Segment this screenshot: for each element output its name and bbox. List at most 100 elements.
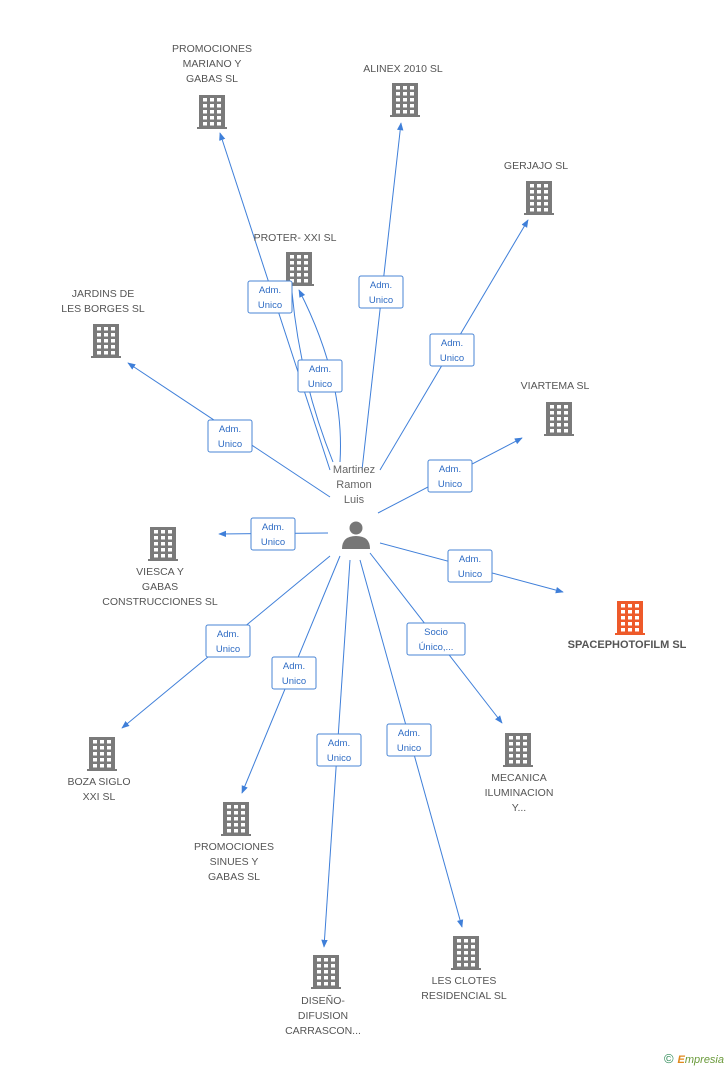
company-label-diseno-difusion[interactable]: DIFUSION <box>298 1010 348 1022</box>
building-window <box>100 758 104 762</box>
building-window <box>154 530 158 534</box>
building-icon[interactable] <box>87 737 117 771</box>
company-label-alinex-2010[interactable]: ALINEX 2010 SL <box>363 63 443 75</box>
person-name[interactable]: Ramon <box>336 479 371 491</box>
company-label-spacephotofilm[interactable]: SPACEPHOTOFILM SL <box>568 639 687 651</box>
building-window <box>471 945 475 949</box>
company-label-les-clotes[interactable]: RESIDENCIAL SL <box>421 990 507 1002</box>
person-name[interactable]: Luis <box>344 494 365 506</box>
building-base <box>87 769 117 771</box>
building-window <box>297 267 301 271</box>
company-label-viesca-gabas[interactable]: GABAS <box>142 581 178 593</box>
person-icon[interactable] <box>342 521 370 550</box>
company-label-promociones-mariano[interactable]: GABAS SL <box>186 73 238 85</box>
role-box-proter-xxi[interactable]: Adm.Unico <box>297 359 343 393</box>
building-window <box>304 273 308 277</box>
building-window <box>111 327 115 331</box>
building-icon[interactable] <box>615 601 645 635</box>
building-icon[interactable] <box>284 252 314 286</box>
building-window <box>550 429 554 433</box>
company-label-boza-siglo[interactable]: XXI SL <box>83 791 116 803</box>
person-name[interactable]: Martinez <box>333 464 375 476</box>
building-window <box>635 616 639 620</box>
building-window <box>457 939 461 943</box>
building-window <box>203 122 207 126</box>
building-window <box>111 345 115 349</box>
building-icon[interactable] <box>91 324 121 358</box>
role-box-viartema[interactable]: Adm.Unico <box>427 459 473 493</box>
role-box-viesca-gabas[interactable]: Adm.Unico <box>250 517 296 551</box>
company-label-viartema[interactable]: VIARTEMA SL <box>521 380 590 392</box>
building-window <box>297 255 301 259</box>
role-box-frame <box>429 333 475 367</box>
company-label-promociones-mariano[interactable]: MARIANO Y <box>183 58 242 70</box>
role-box-spacephotofilm[interactable]: Adm.Unico <box>447 549 493 583</box>
company-label-boza-siglo[interactable]: BOZA SIGLO <box>67 776 130 788</box>
company-label-viesca-gabas[interactable]: CONSTRUCCIONES SL <box>102 596 218 608</box>
building-window <box>317 970 321 974</box>
building-base <box>524 213 554 215</box>
company-label-gerjajo[interactable]: GERJAJO SL <box>504 160 568 172</box>
building-icon[interactable] <box>221 802 251 836</box>
building-window <box>403 86 407 90</box>
role-box-promociones-sinues[interactable]: Adm.Unico <box>271 656 317 690</box>
building-window <box>234 823 238 827</box>
company-label-promociones-mariano[interactable]: PROMOCIONES <box>172 43 252 55</box>
building-window <box>557 423 561 427</box>
role-box-frame <box>427 459 473 493</box>
person-body <box>342 536 370 549</box>
building-icon[interactable] <box>451 936 481 970</box>
building-window <box>331 976 335 980</box>
role-label: Unico <box>327 753 351 764</box>
building-icon[interactable] <box>503 733 533 767</box>
role-box-frame <box>205 624 251 658</box>
building-window <box>97 351 101 355</box>
company-label-proter-xxi[interactable]: PROTER- XXI SL <box>254 232 337 244</box>
building-window <box>217 122 221 126</box>
company-label-les-clotes[interactable]: LES CLOTES <box>432 975 497 987</box>
role-box-les-clotes[interactable]: Adm.Unico <box>386 723 432 757</box>
building-window <box>331 970 335 974</box>
building-icon[interactable] <box>148 527 178 561</box>
building-icon[interactable] <box>390 83 420 117</box>
company-label-diseno-difusion[interactable]: DISEÑO- <box>301 994 345 1007</box>
building-icon[interactable] <box>311 955 341 989</box>
company-label-diseno-difusion[interactable]: CARRASCON... <box>285 1025 361 1037</box>
building-window <box>227 811 231 815</box>
role-box-mecanica-iluminacion[interactable]: SocioÚnico,... <box>406 622 466 656</box>
building-window <box>403 110 407 114</box>
building-window <box>509 760 513 764</box>
building-window <box>100 740 104 744</box>
role-box-boza-siglo[interactable]: Adm.Unico <box>205 624 251 658</box>
roles-layer: Adm.UnicoAdm.UnicoAdm.UnicoAdm.UnicoAdm.… <box>205 275 493 767</box>
company-label-mecanica-iluminacion[interactable]: ILUMINACION <box>485 787 554 799</box>
building-base <box>197 127 227 129</box>
company-label-promociones-sinues[interactable]: SINUES Y <box>210 856 259 868</box>
role-label: Adm. <box>262 522 284 533</box>
building-window <box>537 208 541 212</box>
company-label-promociones-sinues[interactable]: GABAS SL <box>208 871 260 883</box>
building-icon[interactable] <box>197 95 227 129</box>
building-window <box>628 628 632 632</box>
role-label: Unico <box>308 379 332 390</box>
building-window <box>621 616 625 620</box>
building-icon[interactable] <box>544 402 574 436</box>
company-label-jardins-borges[interactable]: JARDINS DE <box>72 288 134 300</box>
building-window <box>523 754 527 758</box>
role-box-promociones-mariano[interactable]: Adm.Unico <box>247 280 293 314</box>
role-box-alinex-2010[interactable]: Adm.Unico <box>358 275 404 309</box>
company-label-jardins-borges[interactable]: LES BORGES SL <box>61 303 145 315</box>
company-label-mecanica-iluminacion[interactable]: Y... <box>512 802 526 814</box>
building-base <box>390 115 420 117</box>
role-box-diseno-difusion[interactable]: Adm.Unico <box>316 733 362 767</box>
company-label-promociones-sinues[interactable]: PROMOCIONES <box>194 841 274 853</box>
role-box-gerjajo[interactable]: Adm.Unico <box>429 333 475 367</box>
building-icon[interactable] <box>524 181 554 215</box>
building-window <box>104 333 108 337</box>
company-label-mecanica-iluminacion[interactable]: MECANICA <box>491 772 546 784</box>
building-window <box>154 554 158 558</box>
company-label-viesca-gabas[interactable]: VIESCA Y <box>136 566 184 578</box>
building-base <box>91 356 121 358</box>
role-box-jardins-borges[interactable]: Adm.Unico <box>207 419 253 453</box>
